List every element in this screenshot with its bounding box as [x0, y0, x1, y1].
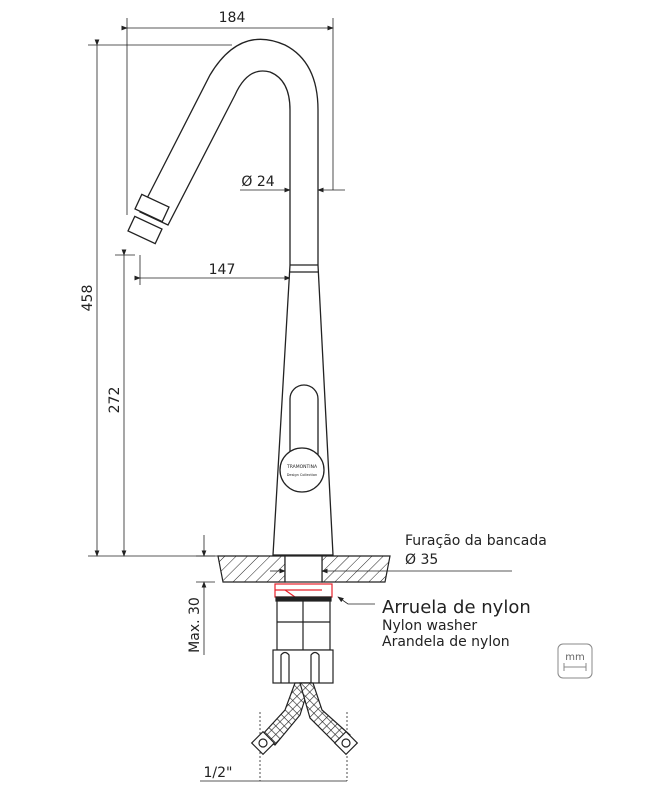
logo-brand: TRAMONTINA — [286, 464, 318, 470]
dim-272: 272 — [107, 387, 123, 414]
dim-diameter-24: Ø 24 — [241, 174, 274, 190]
dim-184: 184 — [219, 10, 246, 26]
units-badge: mm — [557, 643, 593, 679]
washer-title: Arruela de nylon — [382, 597, 531, 618]
logo-disc — [279, 447, 325, 493]
dim-147: 147 — [209, 262, 236, 278]
washer-spanish: Arandela de nylon — [382, 634, 510, 650]
supply-hoses — [250, 682, 359, 756]
washer-english: Nylon washer — [382, 618, 477, 634]
hole-diameter: Ø 35 — [405, 552, 438, 568]
countertop-label: Furação da bancada — [405, 533, 547, 549]
logo-line: Design Collection — [287, 473, 318, 477]
dimension-lines — [88, 18, 512, 782]
aerator-top — [134, 193, 170, 223]
nylon-washer — [274, 583, 333, 598]
aerator — [127, 215, 163, 245]
countertop-section — [217, 555, 391, 583]
units-label: mm — [565, 652, 584, 663]
mounting-nut — [272, 596, 334, 684]
dim-max-30: Max. 30 — [187, 597, 203, 653]
dim-458: 458 — [80, 285, 96, 312]
faucet-body — [127, 38, 334, 556]
dim-half-inch: 1/2" — [204, 765, 233, 781]
